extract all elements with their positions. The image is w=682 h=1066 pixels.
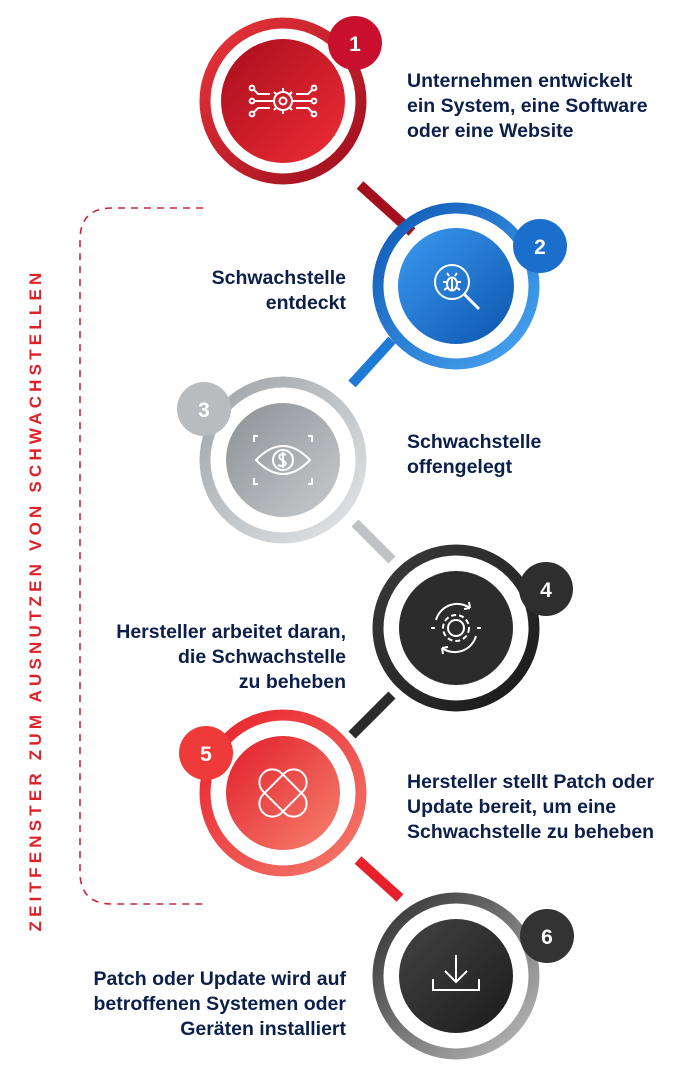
connector-2-3 — [348, 336, 396, 388]
timeframe-bracket — [79, 207, 203, 905]
eye-dollar-icon — [253, 435, 313, 485]
gear-refresh-icon — [431, 601, 481, 655]
connector-5-6 — [354, 856, 404, 902]
step-5-text: Hersteller stellt Patch oder Update bere… — [407, 771, 655, 843]
step-4-number-badge — [519, 562, 573, 616]
step-1-circle: 1 — [199, 16, 382, 185]
step-3-circle: 3 — [177, 376, 367, 544]
connector-3-4 — [351, 519, 396, 564]
step-6-number-badge — [520, 909, 574, 963]
step-2-number: 2 — [534, 236, 546, 259]
step-6-circle: 6 — [372, 892, 574, 1060]
bandage-patch-icon — [258, 768, 308, 818]
step-3-text: Schwachstelle offengelegt — [407, 431, 542, 478]
step-1-number: 1 — [349, 33, 361, 56]
circuit-gear-icon — [248, 84, 318, 118]
side-label: ZEITFENSTER ZUM AUSNUTZEN VON SCHWACHSTE… — [18, 170, 54, 1030]
step-3-number: 3 — [198, 399, 210, 422]
step-4-number: 4 — [540, 579, 552, 602]
step-5-circle: 5 — [179, 709, 367, 877]
step-4-circle: 4 — [372, 544, 573, 712]
step-2-circle: 2 — [372, 202, 567, 370]
step-2-number-badge — [513, 219, 567, 273]
step-5-number: 5 — [200, 743, 212, 766]
step-1-number-badge — [328, 16, 382, 70]
download-icon — [432, 955, 480, 991]
step-2-text: Schwachstelle entdeckt — [211, 267, 346, 314]
step-3-number-badge — [177, 382, 231, 436]
step-6-number: 6 — [541, 926, 553, 949]
step-6-text: Patch oder Update wird auf betroffenen S… — [93, 968, 346, 1040]
connector-4-5 — [348, 691, 396, 739]
step-1-text: Unternehmen entwickelt ein System, eine … — [407, 70, 648, 142]
bug-magnifier-icon — [434, 264, 481, 311]
side-label-text: ZEITFENSTER ZUM AUSNUTZEN VON SCHWACHSTE… — [26, 268, 45, 932]
step-4-text: Hersteller arbeitet daran, die Schwachst… — [116, 621, 346, 693]
step-5-number-badge — [179, 726, 233, 780]
